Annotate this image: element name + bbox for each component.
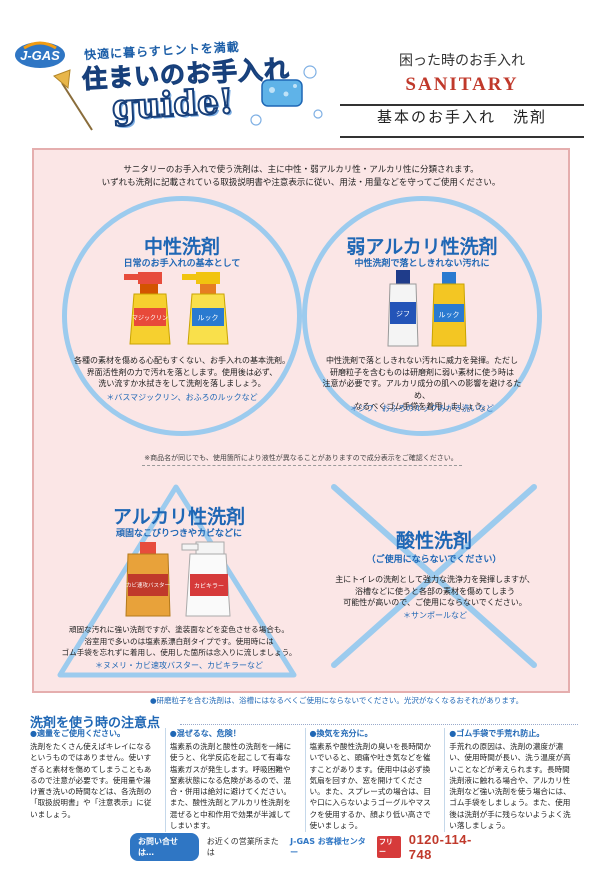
- bubble-icon: [250, 65, 323, 126]
- caution-body: 塩素系の洗剤と酸性の洗剤を一緒に使うと、化学反応を起こして有毒な塩素ガスが発生し…: [169, 742, 292, 831]
- alkaline-body-line: 頑固な汚れに強い洗剤ですが、塗装面などを変色させる場合も。: [68, 625, 290, 634]
- spray-bottle-icon: [181, 541, 231, 617]
- sponge-icon: [261, 79, 303, 107]
- bottle-icon: [125, 542, 171, 617]
- intro-line-2: いずれも洗剤に記載されている取扱説明書や注意表示に従い、用法・用量などを守ってご…: [101, 178, 501, 188]
- alkaline-example: ＊ヌメリ・カビ速攻バスター、カビキラーなど: [95, 661, 263, 670]
- neutral-circle: [62, 196, 302, 436]
- abrasive-note: ●研磨粒子を含む洗剤は、浴槽にはなるべくご使用にならないでください。光沢がなくな…: [150, 696, 524, 705]
- cautions-divider: [180, 724, 578, 725]
- broom-icon: [53, 69, 93, 131]
- caution-item: ●適量をご使用ください。 洗剤をたくさん使えばキレイになるというものではありませ…: [30, 728, 159, 832]
- divider: [142, 465, 462, 466]
- spray-bottle-icon: [182, 272, 229, 345]
- page-title-guide: guide!: [110, 81, 236, 129]
- bottle-label-5: カビ速攻バスター: [126, 581, 170, 589]
- neutral-example: ＊バスマジックリン、おふろのルックなど: [106, 393, 258, 402]
- neutral-subtitle: 日常のお手入れの基本として: [123, 259, 241, 269]
- caution-heading: ●換気を充分に。: [309, 729, 373, 738]
- intro-line-1: サニタリーのお手入れで使う洗剤は、主に中性・弱アルカリ性・アルカリ性に分類されま…: [123, 165, 479, 175]
- caution-item: ●混ぜるな、危険！ 塩素系の洗剤と酸性の洗剤を一緒に使うと、化学反応を起こして有…: [164, 728, 299, 832]
- neutral-body-line: 界面活性剤の力で汚れを落とします。使用後は必ず、: [86, 367, 278, 377]
- category-label: SANITARY: [405, 74, 519, 95]
- alkaline-subtitle: 頑固なこびりつきやカビなどに: [115, 529, 243, 539]
- bottle-label-1: マジックリン: [132, 315, 168, 322]
- weak-alkaline-body-line: なるべくゴム手袋を着用しましょう。: [354, 402, 490, 411]
- acidic-cross-icon: [331, 484, 537, 668]
- intro-text: サニタリーのお手入れで使う洗剤は、主に中性・弱アルカリ性・アルカリ性に分類されま…: [34, 164, 568, 190]
- contact-text: お近くの営業所または: [206, 837, 279, 857]
- spray-bottle-icon: [124, 272, 171, 345]
- bottle-icon: [387, 270, 419, 347]
- bottle-label-6: カビキラー: [194, 582, 224, 590]
- jgas-logo: J-GAS: [14, 40, 66, 70]
- weak-alkaline-body-line: 注意が必要です。アルカリ成分の肌への影響を避けるため、: [322, 379, 522, 400]
- alkaline-triangle: [57, 484, 297, 678]
- acidic-subtitle: （ご使用にならないでください）: [366, 555, 502, 565]
- caution-body: 洗剤をたくさん使えばキレイになるというものではありません。使いすぎると素材を傷め…: [30, 742, 152, 819]
- contact-brand: J-GAS お客様センター: [290, 837, 366, 857]
- caution-item: ●換気を充分に。 塩素系や酸性洗剤の臭いを長時間かいでいると、頭痛や吐き気などを…: [304, 728, 439, 832]
- alkaline-body-line: 浴室用で多いのは塩素系漂白剤タイプです。使用時には: [84, 636, 274, 646]
- caution-body: 塩素系や酸性洗剤の臭いを長時間かいでいると、頭痛や吐き気などを催すことがあります…: [309, 742, 432, 831]
- acidic-body-line: 浴槽などに使うと各部の素材を傷めてしまう: [355, 586, 515, 596]
- footnote: ※商品名が同じでも、使用箇所により液性が異なることがありますので成分表示をご確認…: [144, 454, 458, 462]
- caution-heading: ●ゴム手袋で手荒れ防止。: [449, 729, 545, 738]
- neutral-body: 各種の素材を傷める心配もすくない、お手入れの基本洗剤。 界面活性剤の力で汚れを落…: [74, 355, 290, 390]
- alkaline-body: 頑固な汚れに強い洗剤ですが、塗装面などを変色させる場合も。 浴室用で多いのは塩素…: [56, 624, 302, 659]
- weak-alkaline-circle: [302, 196, 542, 436]
- weak-alkaline-body-line: 中性洗剤で落としきれない汚れに威力を発揮。ただし: [326, 356, 518, 365]
- alkaline-title: アルカリ性洗剤: [112, 506, 246, 528]
- bottle-label-4: ルック: [439, 311, 460, 319]
- neutral-body-line: 各種の素材を傷める心配もすくない、お手入れの基本洗剤。: [74, 356, 290, 365]
- alkaline-products: カビ速攻バスター カビキラー: [125, 541, 231, 617]
- weak-alkaline-body-line: 研磨粒子を含むものは研磨剤に弱い素材に使う時は: [330, 367, 514, 377]
- acidic-body-line: 主にトイレの洗剤として強力な洗浄力を発揮しますが、: [335, 575, 535, 584]
- header-right: 困った時のお手入れ SANITARY 基本のお手入れ 洗剤: [340, 40, 584, 138]
- weak-alkaline-title: 弱アルカリ性洗剤: [346, 236, 498, 258]
- logo-text: J-GAS: [20, 48, 60, 63]
- contact-footer: お問い合せは… お近くの営業所または J-GAS お客様センター フリー 012…: [130, 832, 490, 862]
- neutral-body-line: 洗い流すか水拭きをして洗剤を落しましょう。: [98, 379, 266, 388]
- neutral-title: 中性洗剤: [143, 236, 220, 258]
- cautions-title: 洗剤を使う時の注意点: [30, 716, 161, 731]
- bottle-label-2: ルック: [198, 314, 219, 322]
- acidic-title: 酸性洗剤: [395, 530, 472, 552]
- weak-alkaline-example: ＊ジフ、おふろのルックみがき洗いなど: [350, 404, 494, 413]
- contact-button[interactable]: お問い合せは…: [130, 833, 199, 861]
- weak-alkaline-subtitle: 中性洗剤で落としきれない汚れに: [354, 259, 490, 269]
- bottle-label-3: ジフ: [396, 310, 410, 318]
- acidic-body: 主にトイレの洗剤として強力な洗浄力を発揮しますが、 浴槽などに使うと各部の素材を…: [318, 574, 552, 609]
- header-subtitle: 困った時のお手入れ: [399, 53, 525, 69]
- weak-alkaline-body: 中性洗剤で落としきれない汚れに威力を発揮。ただし 研磨粒子を含むものは研磨剤に弱…: [316, 355, 528, 413]
- acidic-example: ＊サンポールなど: [403, 611, 467, 620]
- acidic-body-line: 可能性が高いので、ご使用にならないでください。: [343, 598, 527, 607]
- weak-alkaline-products: ジフ ルック: [387, 270, 467, 347]
- caution-body: 手荒れの原因は、洗剤の濃度が濃い、使用時間が長い、洗う温度が高いことなどが考えら…: [449, 742, 571, 831]
- neutral-products: マジックリン ルック: [124, 272, 229, 345]
- topic-heading: 基本のお手入れ 洗剤: [340, 104, 584, 138]
- caution-heading: ●混ぜるな、危険！: [169, 729, 241, 738]
- header-decoration: [53, 65, 323, 131]
- alkaline-body-line: ゴム手袋を忘れずに着用し、使用した箇所は念入りに流しましょう。: [61, 648, 297, 657]
- freedial-icon: フリー: [376, 836, 401, 858]
- detergent-panel: サニタリーのお手入れで使う洗剤は、主に中性・弱アルカリ性・アルカリ性に分類されま…: [32, 148, 570, 693]
- cautions-list: ●適量をご使用ください。 洗剤をたくさん使えばキレイになるというものではありませ…: [30, 728, 578, 832]
- phone-number[interactable]: 0120-114-748: [408, 832, 472, 862]
- caution-heading: ●適量をご使用ください。: [30, 729, 125, 738]
- caution-item: ●ゴム手袋で手荒れ防止。 手荒れの原因は、洗剤の濃度が濃い、使用時間が長い、洗う…: [444, 728, 578, 832]
- bottle-icon: [431, 272, 467, 347]
- shape-layer: [57, 484, 537, 678]
